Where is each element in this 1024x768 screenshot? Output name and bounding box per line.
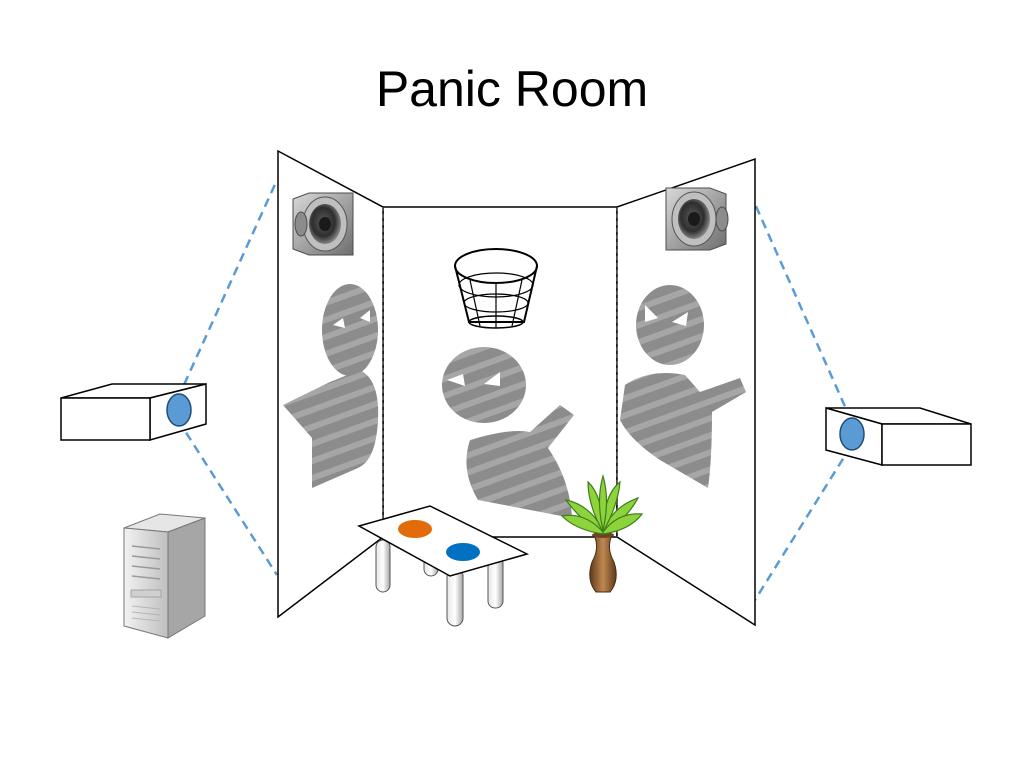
speaker-right-icon bbox=[665, 187, 729, 251]
table-dot-orange bbox=[398, 520, 432, 538]
projector-right-icon bbox=[825, 407, 972, 466]
projection-lines bbox=[176, 179, 853, 601]
left-projector-lens bbox=[166, 393, 192, 427]
plant-vase-icon bbox=[560, 473, 644, 593]
projector-left-icon bbox=[60, 383, 207, 441]
basketball-hoop-icon bbox=[454, 248, 538, 329]
left-projection-line-bottom bbox=[176, 419, 279, 576]
right-projection-line-top bbox=[753, 203, 853, 421]
shadow-figure-right-icon bbox=[620, 285, 746, 488]
right-projection-line-bottom bbox=[753, 445, 853, 601]
right-projector-lens bbox=[839, 417, 865, 451]
shadow-figure-left-icon bbox=[283, 284, 379, 488]
speaker-left-icon bbox=[292, 192, 354, 256]
table-dot-blue bbox=[446, 543, 480, 561]
shadow-figure-center-icon bbox=[442, 347, 574, 518]
table-icon bbox=[357, 505, 530, 627]
left-projection-line-top bbox=[176, 179, 279, 399]
slide-title: Panic Room bbox=[375, 61, 649, 117]
computer-tower-icon bbox=[123, 513, 206, 639]
